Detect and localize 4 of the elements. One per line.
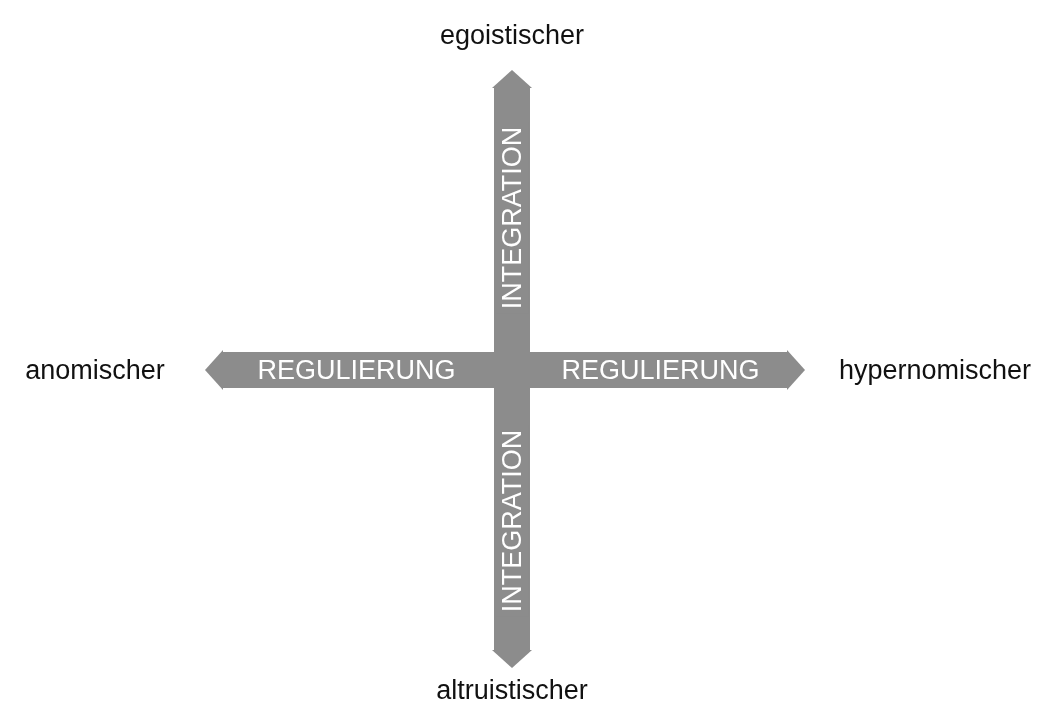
category-label: hypernomischer — [838, 354, 1032, 386]
category-label: altruistischer — [436, 674, 588, 706]
category-label: egoistischer — [439, 19, 585, 51]
category-label: anomischer — [25, 354, 165, 386]
